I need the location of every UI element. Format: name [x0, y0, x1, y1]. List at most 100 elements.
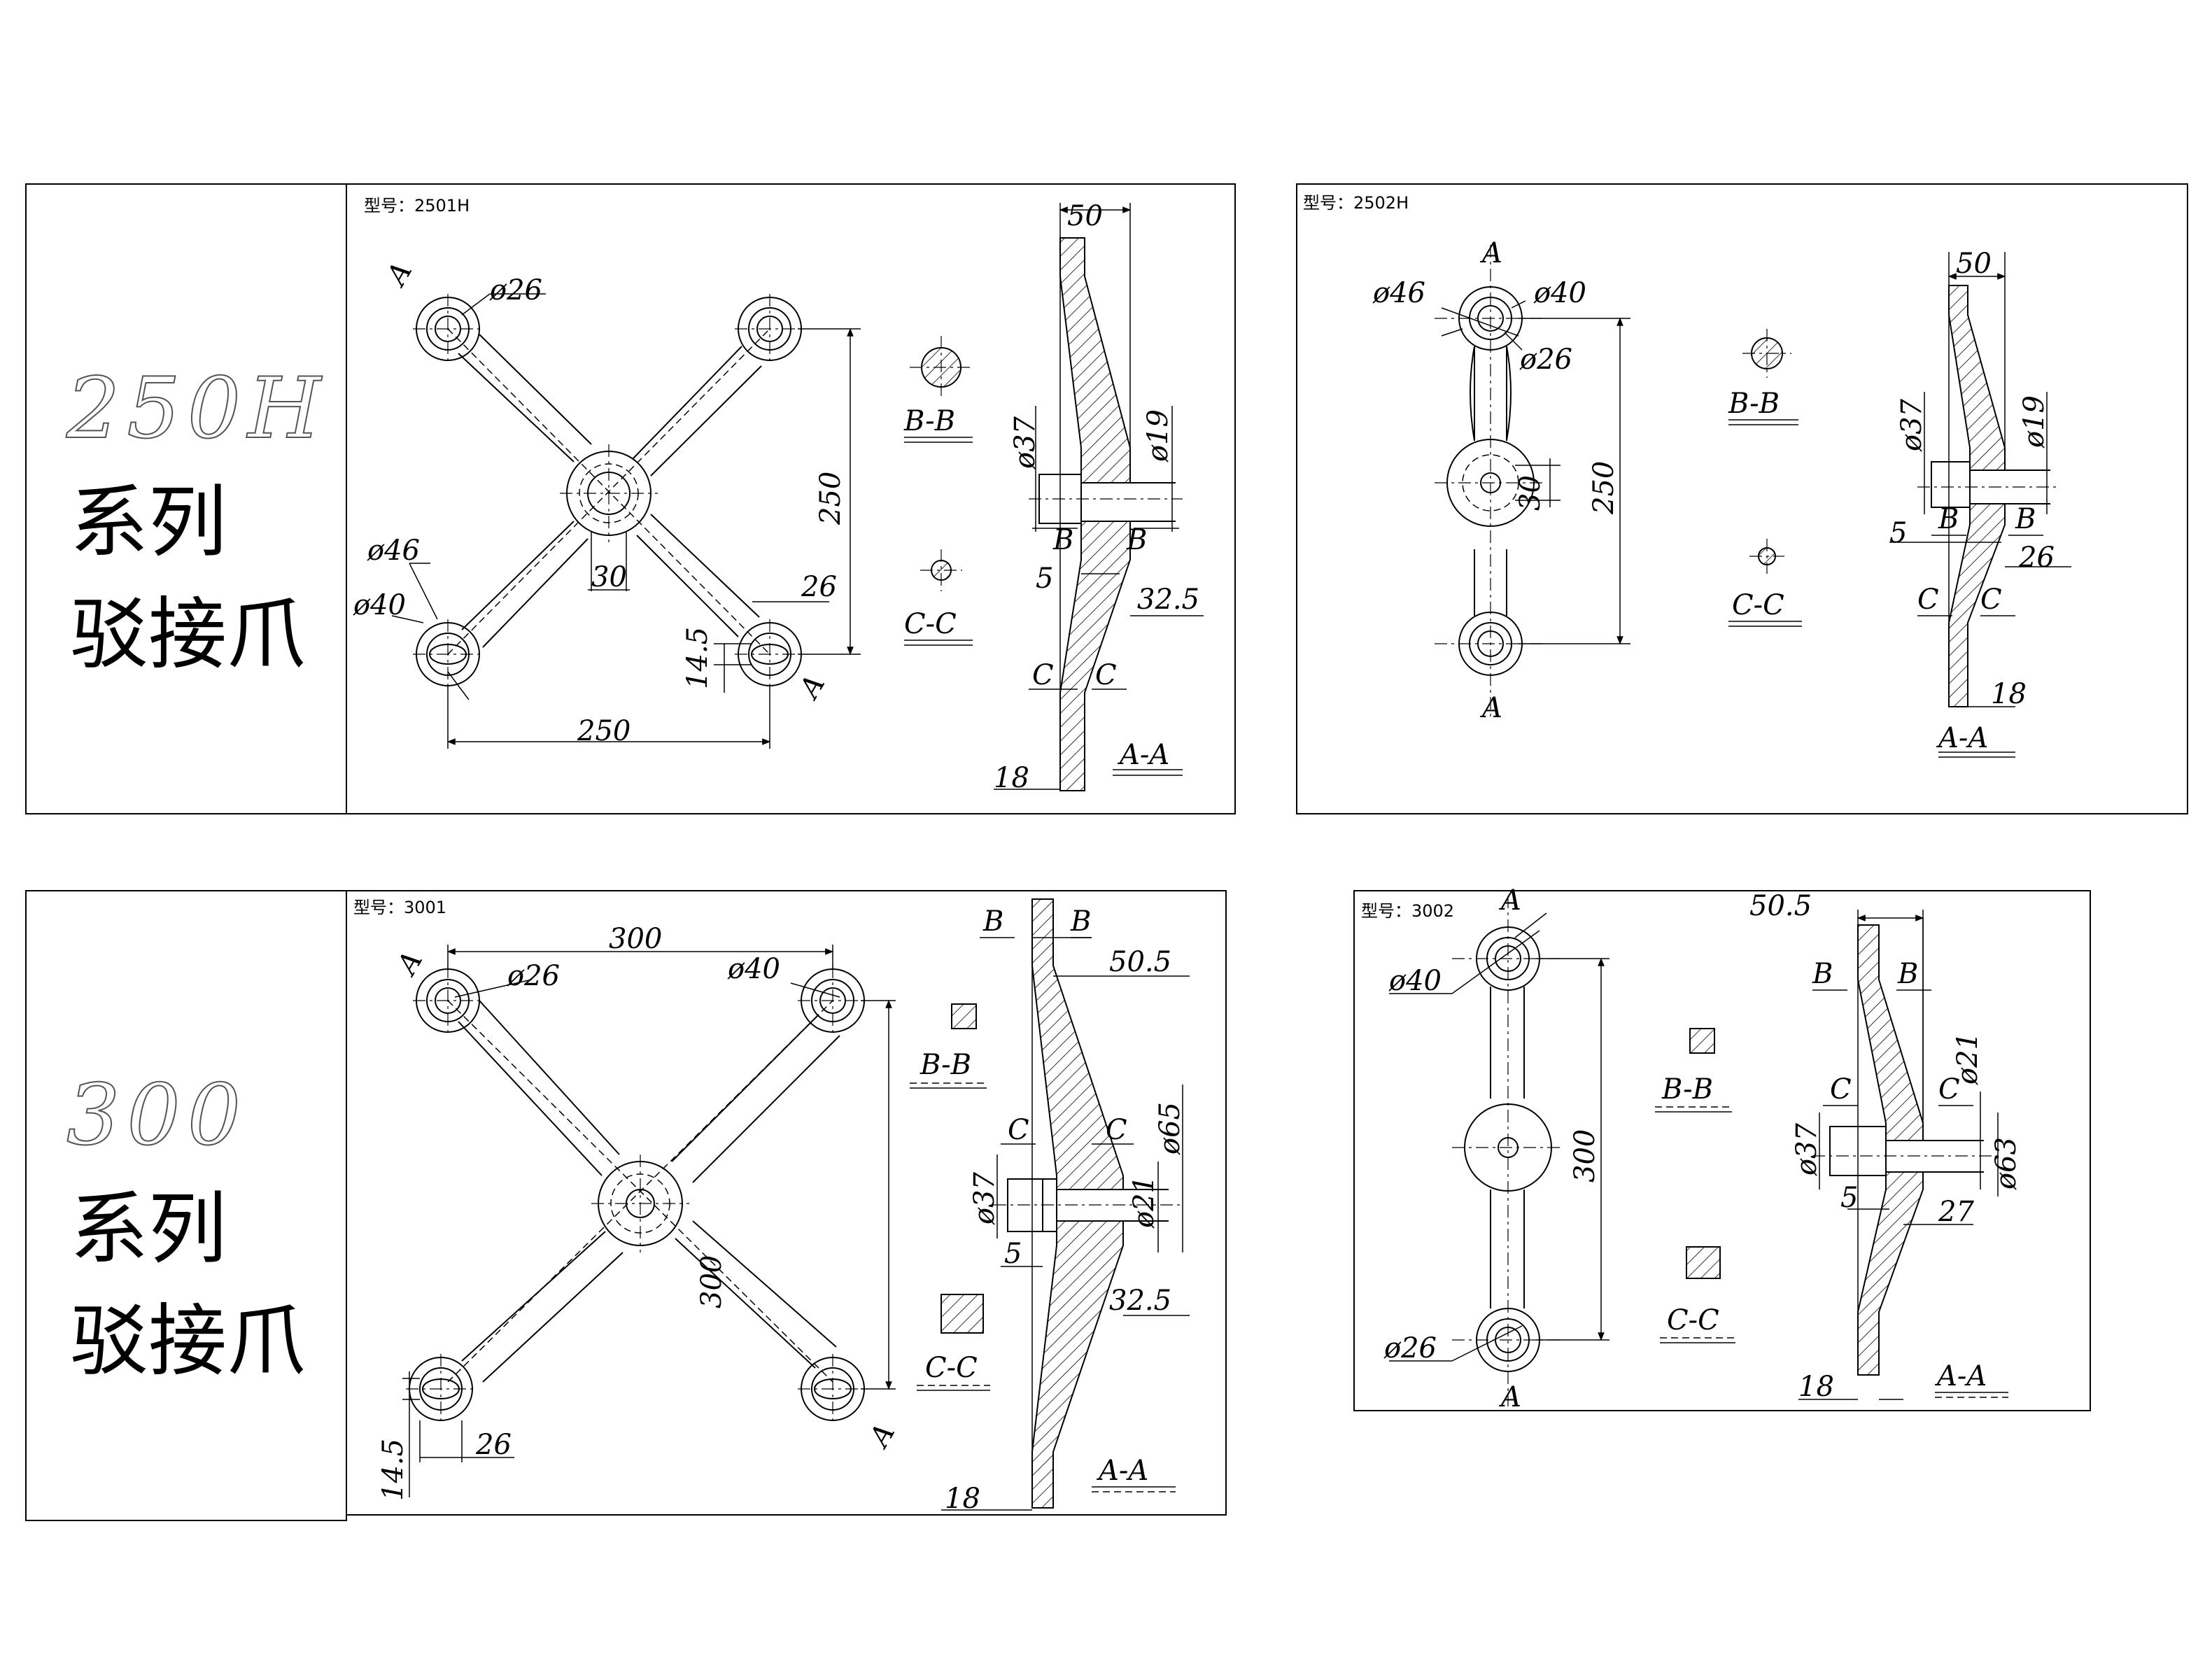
- section-mark-c: C: [1032, 659, 1054, 691]
- section-mark-b: B: [1812, 958, 1833, 990]
- dim-14-5: 14.5: [682, 627, 714, 689]
- section-mark-c: C: [1938, 1073, 1960, 1106]
- series-panel-250h: 250H 系列 驳接爪: [65, 360, 328, 680]
- dim-5: 5: [1889, 517, 1907, 549]
- section-mark-c: C: [1008, 1114, 1029, 1146]
- dim-5: 5: [1004, 1238, 1022, 1270]
- section-bb-label: B-B: [1728, 388, 1780, 420]
- dim-27: 27: [1938, 1196, 1974, 1228]
- model-label: 型号：2502H: [1303, 193, 1409, 213]
- series-title: 300: [66, 1067, 248, 1164]
- section-mark-a: A: [390, 946, 429, 982]
- section-cc-label: C-C: [904, 608, 957, 640]
- dim-d37: ø37: [1791, 1122, 1823, 1176]
- dim-250-vertical: 250: [815, 472, 847, 525]
- dim-d63: ø63: [1990, 1137, 2022, 1190]
- model-2501h-frame: [346, 183, 1236, 814]
- section-mark-a: A: [379, 257, 418, 292]
- section-mark-b: B: [1052, 524, 1073, 556]
- dim-50-5: 50.5: [1109, 946, 1171, 978]
- dim-5: 5: [1036, 563, 1053, 595]
- dim-d37: ø37: [968, 1171, 1001, 1225]
- series-panel-300: 300 系列 驳接爪: [66, 1066, 305, 1387]
- section-cc-shape: [1686, 1246, 1721, 1279]
- dim-d37: ø37: [1009, 416, 1041, 470]
- dim-d40: ø40: [727, 953, 780, 985]
- section-cc-label: C-C: [1732, 589, 1784, 621]
- dim-d19: ø19: [2018, 395, 2050, 449]
- x-shape-outline: [447, 1000, 840, 1383]
- dim-18: 18: [1991, 678, 2027, 710]
- model-2502h-frame: [1296, 183, 2188, 814]
- dim-d26: ø26: [489, 274, 542, 306]
- section-aa-label: A-A: [1117, 739, 1169, 771]
- section-cc-label: C-C: [925, 1352, 978, 1384]
- section-mark-b: B: [1070, 905, 1091, 938]
- section-mark-b: B: [1938, 503, 1959, 535]
- dim-d26: ø26: [1383, 1332, 1437, 1364]
- dim-d19: ø19: [1142, 409, 1174, 463]
- model-2502h: 型号：2502H ø46 ø40 ø26 30 250 A A B-B C-C: [1303, 193, 2071, 758]
- dim-26: 26: [2018, 542, 2055, 574]
- dim-32-5: 32.5: [1137, 584, 1199, 616]
- series-title: 250H: [66, 360, 328, 458]
- dim-50: 50: [1067, 200, 1103, 232]
- model-3001: 型号：3001 300 300 ø26 ø40 14.5 2: [353, 898, 1190, 1515]
- dim-d40: ø40: [1533, 277, 1586, 309]
- model-3002-frame: [1353, 890, 2091, 1411]
- series-line2: 驳接爪: [70, 589, 305, 680]
- dim-d26: ø26: [1519, 344, 1572, 376]
- section-mark-c: C: [1106, 1114, 1127, 1146]
- section-mark-a: A: [792, 670, 831, 705]
- arm-ends: [406, 966, 868, 1424]
- dim-14-5: 14.5: [377, 1439, 409, 1501]
- section-cc-shape: [941, 1294, 984, 1334]
- section-aa-label: A-A: [1096, 1455, 1148, 1487]
- section-mark-a: A: [1479, 237, 1502, 269]
- dim-250: 250: [1588, 461, 1620, 515]
- section-mark-a: A: [1479, 692, 1502, 724]
- series-line1: 系列: [70, 477, 227, 568]
- model-label: 型号：3001: [353, 898, 446, 917]
- section-bb-shape: [951, 1003, 977, 1029]
- model-label: 型号：2501H: [364, 196, 470, 216]
- section-aa-label: A-A: [1936, 722, 1988, 754]
- dim-18: 18: [994, 762, 1029, 794]
- dim-18: 18: [1798, 1371, 1834, 1403]
- dim-26: 26: [801, 571, 837, 603]
- section-mark-c: C: [1095, 659, 1117, 691]
- dim-d21: ø21: [1128, 1176, 1160, 1229]
- section-mark-b: B: [1126, 524, 1147, 556]
- model-2501h: 型号：2501H ø26: [353, 196, 1204, 794]
- section-mark-b: B: [2015, 503, 2036, 535]
- section-mark-b: B: [982, 905, 1003, 938]
- dim-300-vertical: 300: [696, 1255, 728, 1308]
- dim-30: 30: [1514, 475, 1547, 511]
- dim-5: 5: [1840, 1182, 1858, 1214]
- dim-d21: ø21: [1952, 1032, 1984, 1085]
- model-3001-frame: [346, 890, 1227, 1516]
- dim-26: 26: [475, 1429, 512, 1461]
- dim-300: 300: [1569, 1129, 1601, 1183]
- dim-d26: ø26: [507, 960, 560, 992]
- dim-50-5: 50.5: [1749, 890, 1812, 922]
- dim-d46: ø46: [367, 535, 420, 567]
- dim-300-horizontal: 300: [609, 923, 662, 955]
- section-cc-label: C-C: [1667, 1304, 1719, 1336]
- section-aa-profile: [1798, 910, 2008, 1400]
- section-mark-b: B: [1897, 958, 1918, 990]
- section-aa-profile: [941, 898, 1190, 1511]
- dim-250-horizontal: 250: [577, 715, 630, 747]
- section-bb-label: B-B: [1661, 1073, 1713, 1106]
- section-mark-c: C: [1830, 1073, 1852, 1106]
- section-mark-a: A: [1498, 884, 1521, 917]
- x-shape-outline: [447, 328, 770, 655]
- section-mark-a: A: [1498, 1381, 1521, 1413]
- section-mark-c: C: [1980, 584, 2002, 616]
- section-bb-label: B-B: [903, 405, 955, 437]
- section-mark-a: A: [862, 1418, 901, 1454]
- section-bb-label: B-B: [920, 1049, 971, 1081]
- dim-d40: ø40: [1388, 965, 1442, 997]
- section-aa-label: A-A: [1934, 1360, 1987, 1392]
- dim-d37: ø37: [1896, 398, 1928, 452]
